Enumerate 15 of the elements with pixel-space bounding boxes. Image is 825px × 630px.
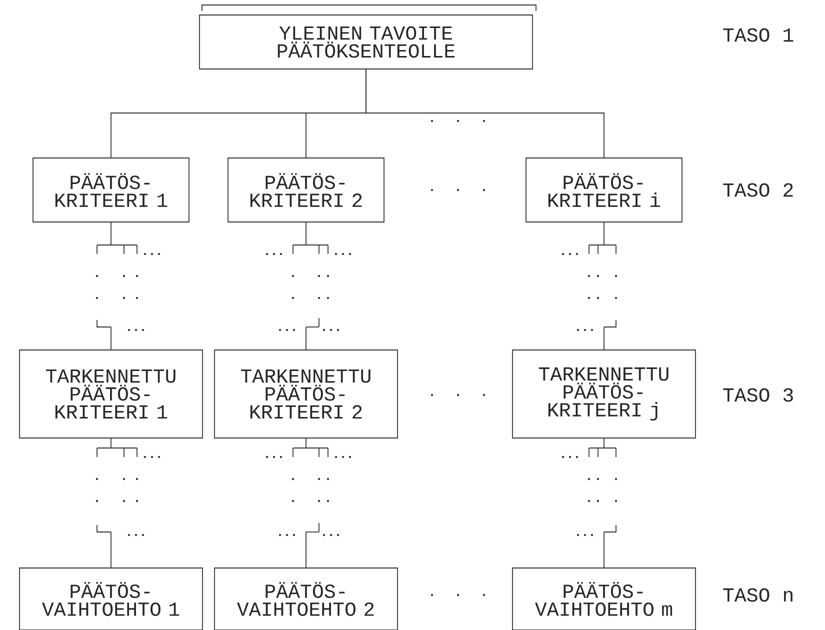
level-label: TASO 2 <box>723 183 793 197</box>
box: TARKENNETTU PÄÄTÖS- KRITEERI 2 <box>214 350 398 438</box>
box: YLEINEN TAVOITE PÄÄTÖKSENTEOLLE <box>199 14 533 70</box>
box: PÄÄTÖS- KRITEERI i <box>526 158 682 222</box>
level-label: TASO n <box>723 588 792 602</box>
level-label: TASO 3 <box>723 388 793 402</box>
connector-line <box>366 69 604 158</box>
box: TARKENNETTU PÄÄTÖS- KRITEERI 1 <box>19 350 203 438</box>
level-label: TASO 1 <box>723 28 794 42</box>
box: TARKENNETTU PÄÄTÖS- KRITEERI j <box>512 350 696 438</box>
box: PÄÄTÖS- VAIHTOEHTO 1 <box>19 568 203 630</box>
box: PÄÄTÖS- VAIHTOEHTO 2 <box>214 568 398 630</box>
box: PÄÄTÖS- KRITEERI 1 <box>32 158 190 222</box>
box: PÄÄTÖS- KRITEERI 2 <box>228 158 384 222</box>
box: PÄÄTÖS- VAIHTOEHTO m <box>512 568 696 630</box>
